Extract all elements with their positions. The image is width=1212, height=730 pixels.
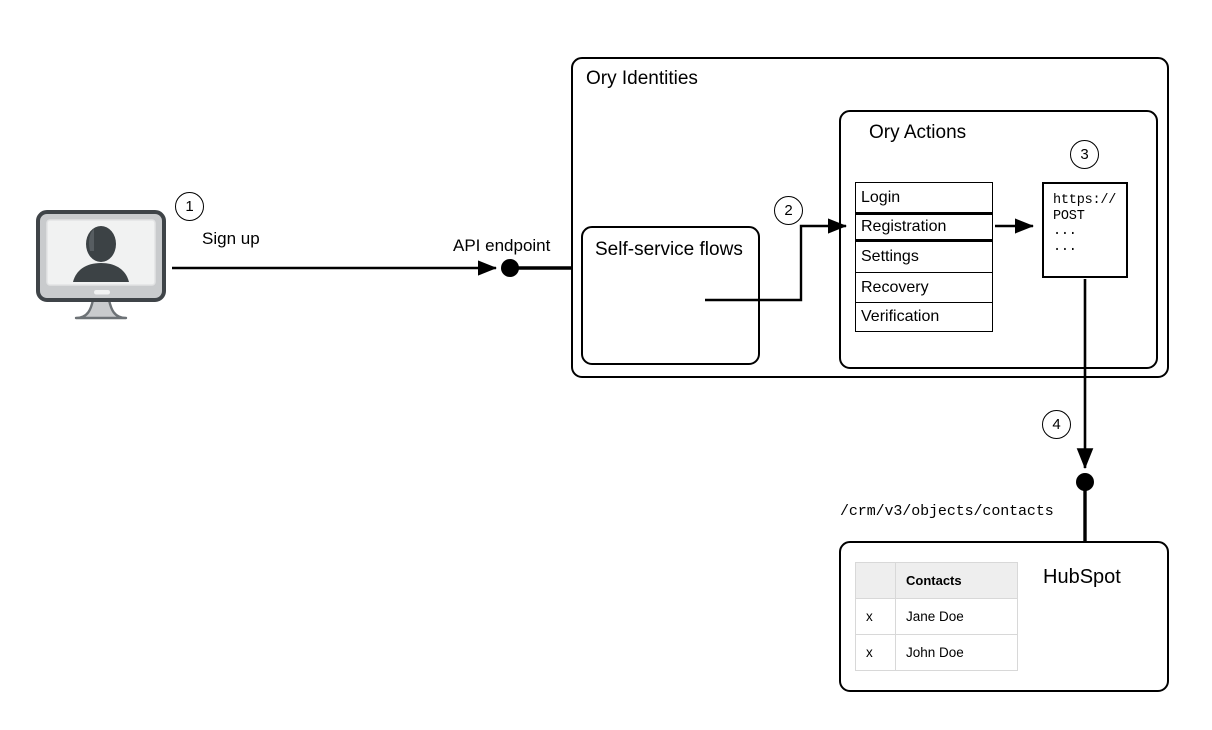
contacts-header-contacts: Contacts [895,562,1018,599]
label-sign-up: Sign up [202,229,260,248]
step-badge-1: 1 [175,192,204,221]
ory-actions-container [839,110,1158,369]
webhook-line-ellipsis-1: ... [1053,224,1077,239]
label-api-endpoint: API endpoint [453,236,551,255]
table-row[interactable]: x Jane Doe [855,598,1018,635]
contacts-row-1-marker: x [855,634,896,671]
ory-identities-title: Ory Identities [586,68,698,89]
flow-row-login[interactable]: Login [855,182,993,212]
hubspot-title: HubSpot [1043,566,1121,588]
label-crm-path: /crm/v3/objects/contacts [840,503,1054,520]
contacts-table: Contacts x Jane Doe x John Doe [855,562,1018,671]
step-badge-4: 4 [1042,410,1071,439]
flow-list: Login Registration Settings Recovery Ver… [855,182,993,332]
contacts-table-header-row: Contacts [855,562,1018,599]
contacts-row-0-name: Jane Doe [895,598,1018,635]
webhook-line-ellipsis-2: ... [1053,239,1077,255]
webhook-line-method: POST [1053,208,1085,224]
flow-row-recovery[interactable]: Recovery [855,272,993,302]
contacts-row-1-name: John Doe [895,634,1018,671]
webhook-request-box: https:// POST ... ... [1042,182,1128,278]
webhook-line-url: https:// [1053,193,1117,208]
ory-actions-title: Ory Actions [869,122,967,143]
step-badge-3: 3 [1070,140,1099,169]
self-service-flows-title: Self-service flows [595,239,743,260]
ory-identities-container [571,57,1169,378]
flow-row-verification[interactable]: Verification [855,302,993,332]
flow-row-settings[interactable]: Settings [855,242,993,272]
user-monitor-icon [36,210,166,324]
table-row[interactable]: x John Doe [855,634,1018,671]
api-endpoint-connector [501,259,572,277]
hubspot-container [839,541,1169,692]
contacts-row-0-marker: x [855,598,896,635]
contacts-header-blank [855,562,896,599]
flow-row-registration[interactable]: Registration [855,212,993,242]
self-service-flows-box [581,226,760,365]
step-badge-2: 2 [774,196,803,225]
